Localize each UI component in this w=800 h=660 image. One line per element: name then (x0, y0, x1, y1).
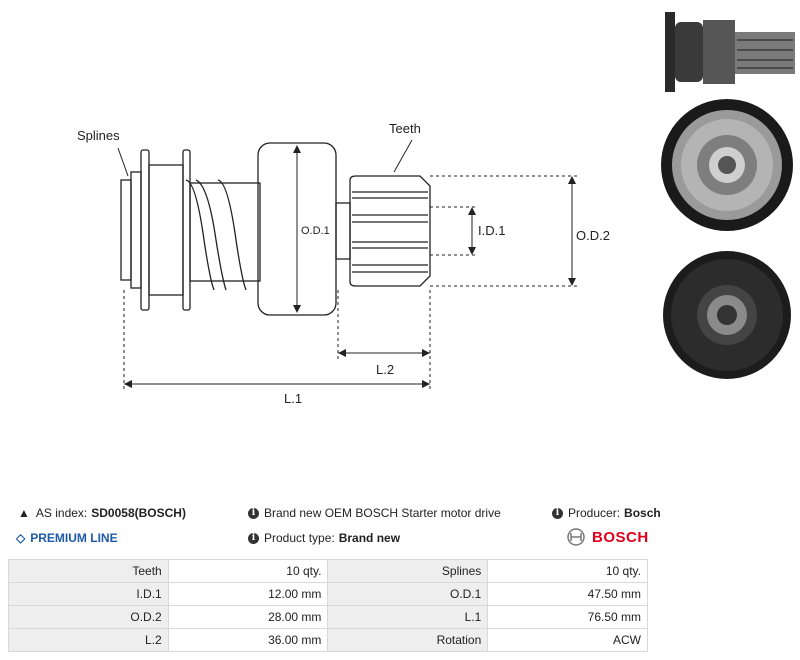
label-od2: O.D.2 (576, 228, 610, 243)
photo-back-view (663, 251, 791, 379)
spec-key: I.D.1 (8, 582, 169, 606)
spec-value: 76.50 mm (487, 605, 648, 629)
spec-key: Splines (327, 559, 489, 583)
label-l2: L.2 (376, 362, 394, 377)
bosch-armature-icon (567, 528, 585, 546)
info-icon: i (248, 507, 259, 519)
spec-key: L.2 (8, 628, 169, 652)
pinion (349, 175, 431, 287)
spec-value: 47.50 mm (487, 582, 648, 606)
label-teeth: Teeth (389, 121, 421, 136)
as-index-value: SD0058(BOSCH) (91, 506, 186, 520)
product-type-label: Product type: (264, 531, 335, 545)
description-text: Brand new OEM BOSCH Starter motor drive (264, 506, 501, 520)
product-photos (661, 12, 795, 379)
spec-value: 28.00 mm (167, 605, 329, 629)
spec-value: 36.00 mm (167, 628, 329, 652)
table-row: O.D.2 28.00 mm L.1 76.50 mm (8, 605, 648, 629)
spec-value: 10 qty. (167, 559, 329, 583)
label-id1: I.D.1 (478, 223, 505, 238)
spline-plate (120, 179, 132, 281)
specs-table: Teeth 10 qty. Splines 10 qty. I.D.1 12.0… (8, 559, 648, 652)
spring-body (189, 182, 261, 282)
spec-key: O.D.2 (8, 605, 169, 629)
description: i Brand new OEM BOSCH Starter motor driv… (248, 506, 501, 520)
producer-value: Bosch (624, 506, 661, 520)
spec-key: Rotation (327, 628, 489, 652)
spec-key: Teeth (8, 559, 169, 583)
producer-label: Producer: (568, 506, 621, 520)
spec-key: L.1 (327, 605, 489, 629)
premium-line-label: PREMIUM LINE (30, 531, 118, 545)
bosch-wordmark: BOSCH (592, 528, 649, 546)
diamond-icon: ◇ (16, 531, 26, 545)
info-icon: i (552, 507, 563, 519)
photo-front-view (661, 99, 793, 231)
table-row: L.2 36.00 mm Rotation ACW (8, 628, 648, 652)
producer: i Producer: Bosch (552, 506, 661, 520)
bosch-logo: BOSCH (566, 527, 649, 547)
label-splines: Splines (77, 128, 120, 143)
as-index-label: AS index: (35, 506, 88, 520)
table-row: Teeth 10 qty. Splines 10 qty. (8, 559, 648, 583)
product-type: i Product type: Brand new (248, 531, 400, 545)
spec-value: 10 qty. (487, 559, 648, 583)
technical-drawing: Splines Teeth O.D.1 I.D.1 O.D.2 L.2 L.1 (77, 121, 610, 406)
table-row: I.D.1 12.00 mm O.D.1 47.50 mm (8, 582, 648, 606)
tag-icon: ▲ (18, 506, 30, 520)
product-type-value: Brand new (338, 531, 401, 545)
as-index: ▲ AS index: SD0058(BOSCH) (18, 506, 186, 520)
spec-key: O.D.1 (327, 582, 489, 606)
premium-line: ◇ PREMIUM LINE (16, 531, 118, 545)
label-od1: O.D.1 (301, 225, 330, 237)
label-l1: L.1 (284, 391, 302, 406)
info-icon: i (248, 532, 259, 544)
spec-value: 12.00 mm (167, 582, 329, 606)
photo-side-view (665, 12, 795, 92)
spec-value: ACW (487, 628, 648, 652)
